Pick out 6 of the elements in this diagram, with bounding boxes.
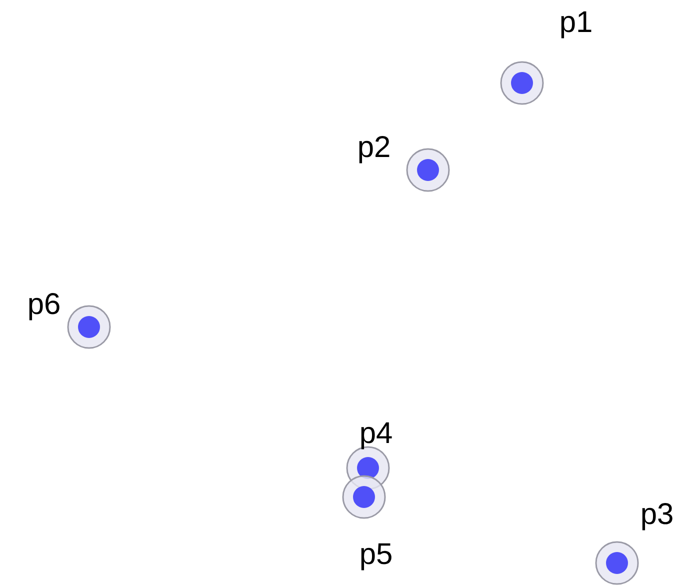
point-label: p5 (359, 539, 393, 571)
point-label: p2 (357, 132, 391, 164)
point-label: p1 (559, 7, 593, 39)
point-label: p3 (640, 499, 674, 531)
point-label: p4 (359, 418, 393, 450)
point-label: p6 (27, 289, 61, 321)
